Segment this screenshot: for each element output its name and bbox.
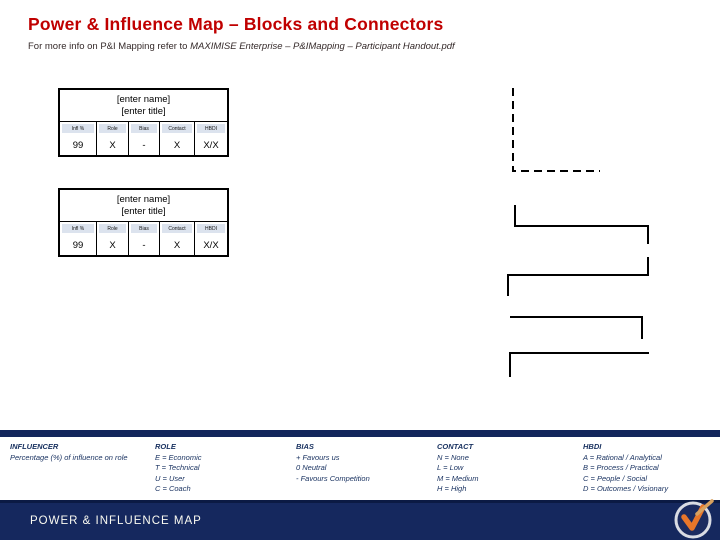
- subtitle-prefix: For more info on P&I Mapping refer to: [28, 41, 191, 52]
- column-header-infl: Infl %: [62, 224, 94, 233]
- card-1-grid: Infl % 99 Role X Bias - Contact X HBDI X…: [60, 121, 227, 155]
- legend-line: M = Medium: [437, 473, 479, 483]
- card-2-grid: Infl % 99 Role X Bias - Contact X HBDI X…: [60, 221, 227, 255]
- column-header-hbdi: HBDI: [197, 124, 225, 133]
- footer-title: POWER & INFLUENCE MAP: [30, 515, 202, 527]
- subtitle-document-name: MAXIMISE Enterprise – P&IMapping – Parti…: [190, 41, 455, 52]
- legend-line: U = User: [155, 473, 185, 483]
- card-1-header: [enter name] [enter title]: [60, 90, 227, 121]
- legend-line: E = Economic: [155, 452, 202, 462]
- legend-line: A = Rational / Analytical: [583, 452, 662, 462]
- page-subtitle: For more info on P&I Mapping refer to MA…: [28, 41, 688, 52]
- legend-line: N = None: [437, 452, 469, 462]
- logo-pencil-stroke: [695, 499, 714, 516]
- card-1-name-placeholder[interactable]: [enter name]: [116, 93, 171, 105]
- card-2-value-bias: -: [142, 239, 146, 251]
- z-connector-middle: [507, 257, 649, 296]
- page-title: Power & Influence Map – Blocks and Conne…: [28, 14, 444, 34]
- card-2-col-infl: Infl % 99: [60, 222, 96, 255]
- footer-bar: POWER & INFLUENCE MAP: [0, 500, 720, 540]
- legend-title-influencer: INFLUENCER: [10, 442, 59, 451]
- legend-title-contact: CONTACT: [437, 442, 474, 451]
- legend-line: + Favours us: [296, 452, 340, 462]
- card-2-value-contact: X: [173, 239, 181, 251]
- legend-line: L = Low: [437, 463, 464, 472]
- card-1-value-bias: -: [142, 139, 146, 151]
- column-header-infl: Infl %: [62, 124, 94, 133]
- legend-line: C = Coach: [155, 484, 191, 493]
- z-connector-top: [514, 205, 649, 244]
- influencer-card-2: [enter name] [enter title] Infl % 99 Rol…: [58, 188, 229, 257]
- legend-section-influencer: INFLUENCER Percentage (%) of influence o…: [10, 442, 132, 463]
- card-1-col-hbdi: HBDI X/X: [194, 122, 227, 155]
- dashed-elbow-connector: [512, 88, 600, 172]
- card-2-col-contact: Contact X: [159, 222, 194, 255]
- card-1-value-hbdi: X/X: [203, 139, 219, 151]
- column-header-contact: Contact: [162, 224, 192, 233]
- legend-section-role: ROLE E = Economic T = Technical U = User…: [155, 442, 201, 495]
- column-header-contact: Contact: [162, 124, 192, 133]
- legend-section-hbdi: HBDI A = Rational / Analytical B = Proce…: [583, 442, 668, 495]
- card-2-col-bias: Bias -: [128, 222, 159, 255]
- legend-title-bias: BIAS: [296, 442, 314, 451]
- legend-line: H = High: [437, 484, 467, 493]
- card-2-header: [enter name] [enter title]: [60, 190, 227, 221]
- card-1-col-role: Role X: [96, 122, 128, 155]
- legend-section-bias: BIAS + Favours us 0 Neutral - Favours Co…: [296, 442, 370, 484]
- card-2-name-placeholder[interactable]: [enter name]: [116, 193, 171, 205]
- card-1-col-infl: Infl % 99: [60, 122, 96, 155]
- column-header-bias: Bias: [131, 224, 157, 233]
- legend-title-role: ROLE: [155, 442, 176, 451]
- card-1-col-contact: Contact X: [159, 122, 194, 155]
- legend-line: 0 Neutral: [296, 463, 327, 472]
- card-2-col-hbdi: HBDI X/X: [194, 222, 227, 255]
- influencer-card-1: [enter name] [enter title] Infl % 99 Rol…: [58, 88, 229, 157]
- elbow-connector-left-down: [509, 352, 649, 377]
- card-1-col-bias: Bias -: [128, 122, 159, 155]
- legend-line: C = People / Social: [583, 473, 647, 483]
- divider-band: [0, 430, 720, 437]
- legend-title-hbdi: HBDI: [583, 442, 602, 451]
- card-2-title-placeholder[interactable]: [enter title]: [121, 205, 166, 217]
- card-2-value-role: X: [109, 239, 116, 251]
- card-2-value-hbdi: X/X: [203, 239, 219, 251]
- company-logo: [672, 498, 718, 540]
- card-1-value-contact: X: [173, 139, 181, 151]
- card-1-value-infl: 99: [72, 139, 84, 151]
- column-header-role: Role: [99, 124, 126, 133]
- column-header-bias: Bias: [131, 124, 157, 133]
- card-1-value-role: X: [109, 139, 116, 151]
- card-2-col-role: Role X: [96, 222, 128, 255]
- card-1-title-placeholder[interactable]: [enter title]: [121, 105, 166, 117]
- legend-section-contact: CONTACT N = None L = Low M = Medium H = …: [437, 442, 478, 495]
- card-2-value-infl: 99: [72, 239, 84, 251]
- elbow-connector-right-down: [510, 316, 643, 339]
- column-header-role: Role: [99, 224, 126, 233]
- legend-line: Percentage (%) of influence on role: [10, 452, 128, 462]
- column-header-hbdi: HBDI: [197, 224, 225, 233]
- legend-line: - Favours Competition: [296, 473, 370, 483]
- checkmark-emblem-icon: [674, 499, 714, 539]
- legend-line: T = Technical: [155, 463, 200, 472]
- legend-line: B = Process / Practical: [583, 463, 659, 472]
- legend-line: D = Outcomes / Visionary: [583, 484, 669, 493]
